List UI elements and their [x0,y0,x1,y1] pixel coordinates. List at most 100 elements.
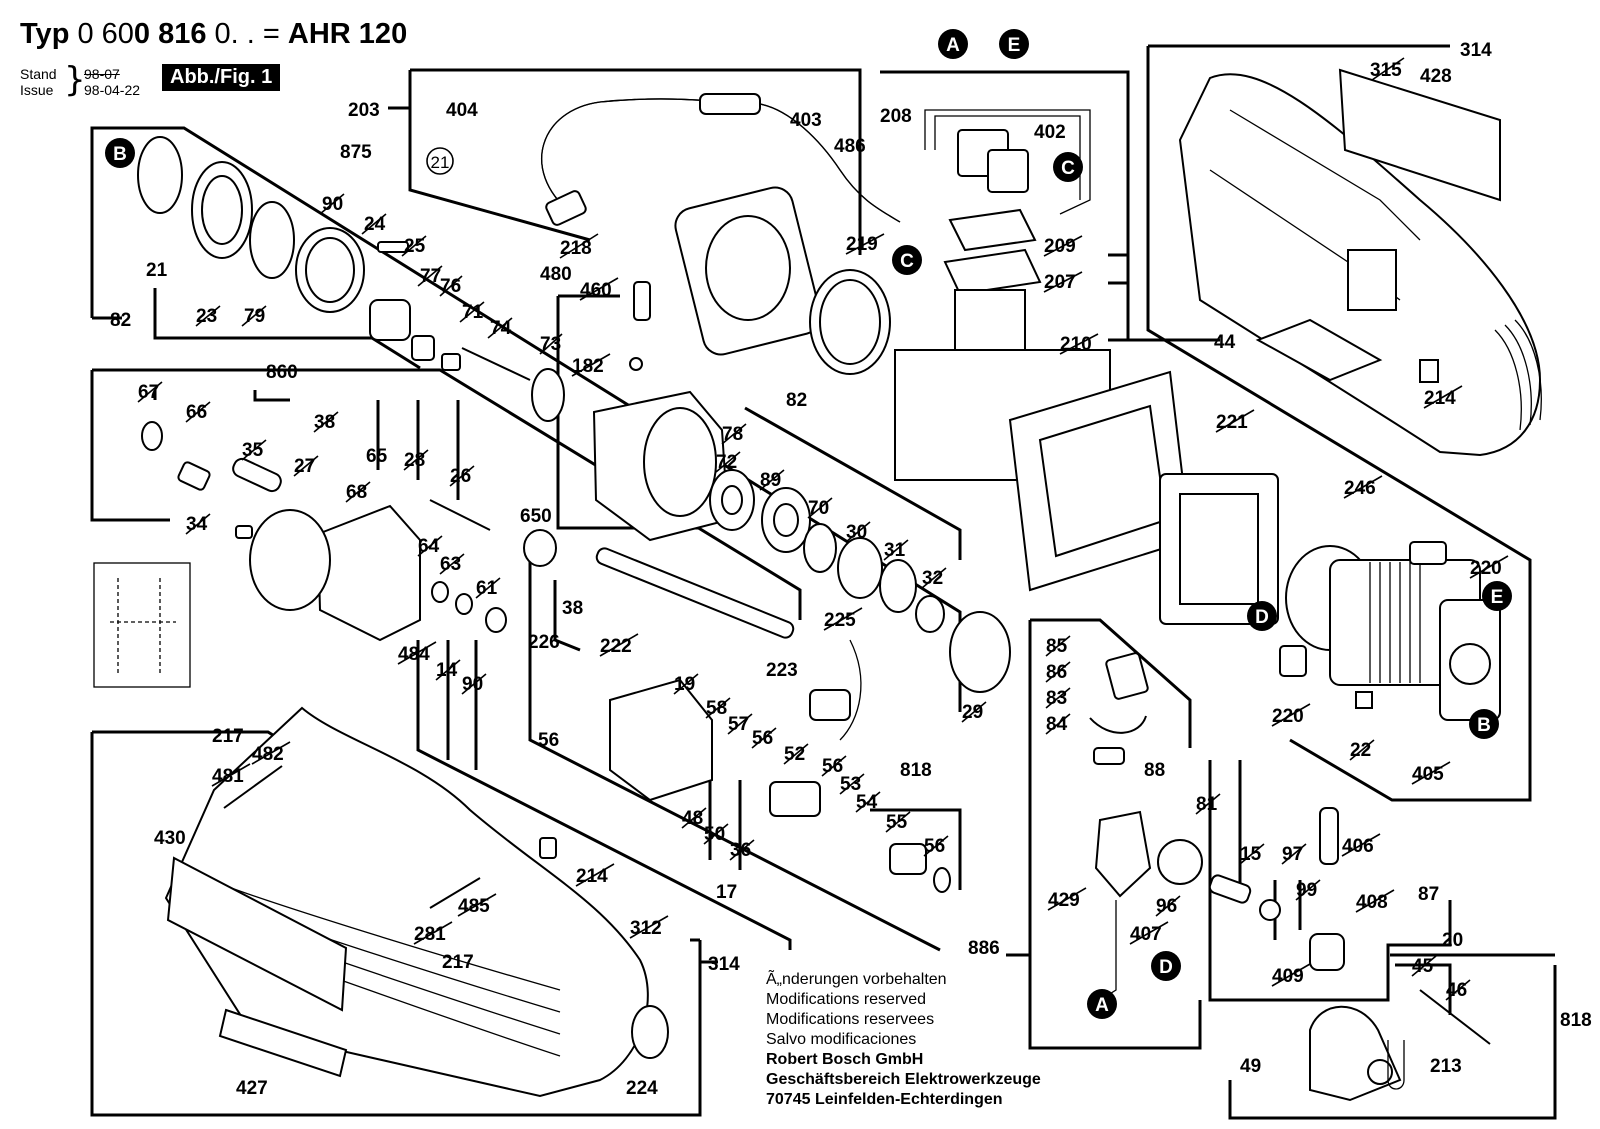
svg-text:D: D [1159,957,1173,978]
label-650: 650 [520,506,552,527]
label-203: 203 [348,100,380,121]
note-es: Salvo modificaciones [766,1031,917,1048]
stand-label: Stand [20,66,57,82]
svg-text:B: B [113,144,127,165]
company-address: 70745 Leinfelden-Echterdingen [766,1091,1003,1108]
label-430 [166,856,348,1012]
ring-70 [803,523,837,573]
label-38-mid: 38 [562,598,583,619]
label-404: 404 [446,100,478,121]
label-82-center: 82 [786,390,807,411]
label-56-left: 56 [538,730,559,751]
note-en: Modifications reserved [766,991,927,1008]
label-20: 20 [1442,930,1463,951]
nameplate-428 [1338,68,1501,202]
label-49: 49 [1240,1056,1261,1077]
pump-head-49 [1309,1005,1402,1102]
spring-66 [177,461,211,491]
washer-31 [879,559,917,613]
housing-ribs [1494,319,1542,431]
screw-281 [429,877,481,909]
issue-label: Issue [20,82,54,98]
svg-text:B: B [1477,715,1491,736]
callout-B-left: B [105,138,135,168]
svg-text:A: A [946,35,960,56]
nut-32 [915,595,945,633]
division-name: Geschäftsbereich Elektrowerkzeuge [766,1071,1041,1088]
label-480: 480 [540,264,572,285]
label-88: 88 [1144,760,1165,781]
label-427: 427 [236,1078,268,1099]
label-17: 17 [716,882,737,903]
label-428: 428 [1420,66,1452,87]
insert-34 [235,525,253,539]
label-402: 402 [1034,122,1066,143]
housing-409 [1309,933,1345,971]
ring-79 [249,201,295,279]
note-fr: Modifications reservees [766,1011,935,1028]
type-heading: Typ 0 600 816 0. . = AHR 120 [20,18,407,51]
o-ring-29 [949,611,1011,693]
piston-rod-222 [595,547,795,639]
label-208: 208 [880,106,912,127]
spring-clip-225 [839,639,862,741]
label-314-bottom: 314 [708,954,740,975]
spring-84 [1089,715,1147,734]
part-labels: 203 404 403 486 208 402 314 315 428 875 … [110,40,1592,1099]
figure-label: Abb./Fig. 1 [162,64,281,91]
callout-D-motor: D [1247,601,1277,631]
washer-61 [485,607,507,633]
piston-35 [232,457,282,493]
valve-55 [889,843,927,875]
label-818-right: 818 [1560,1010,1592,1031]
note-de: Ã„nderungen vorbehalten [766,971,947,988]
company-name: Robert Bosch GmbH [766,1051,924,1068]
label-427 [218,1008,348,1078]
label-87: 87 [1418,884,1439,905]
svg-text:E: E [1491,587,1504,608]
cap-96 [1157,839,1203,885]
flange-73 [531,368,565,422]
clip-213 [1387,1040,1405,1090]
circled-21: 21 [426,147,454,175]
issue-date: 98-04-22 [84,82,141,98]
label-430: 430 [154,828,186,849]
issue-dates: 98-07 98-04-22 [84,66,140,98]
plate-44 [1255,318,1383,382]
callout-D-switch: D [1151,951,1181,981]
label-21: 21 [146,260,168,281]
label-217-top: 217 [212,726,244,747]
o-ring-182 [629,357,643,371]
pressure-switch-429 [1094,810,1152,898]
cover-312 [164,706,649,1098]
label-44: 44 [1214,332,1236,353]
filter-209 [948,208,1037,252]
o-ring-27 [249,509,331,611]
parts-drawings [93,68,1542,1102]
model-name: AHR 120 [287,18,408,50]
valve-223 [809,689,851,721]
cable-sleeve-486 [699,93,761,115]
brush-220 [1409,541,1447,565]
callout-A-switch: A [1087,989,1117,1019]
label-403: 403 [790,110,822,131]
svg-text:21: 21 [431,153,450,172]
ring-64 [431,581,449,603]
svg-text:A: A [1095,995,1109,1016]
label-226: 226 [528,632,560,653]
valve-460 [633,281,651,321]
screw-22 [1355,691,1373,709]
o-ring-56 [933,867,951,893]
circuit-schematic [93,562,191,688]
callout-A-top: A [938,29,968,59]
notes-block: Ã„nderungen vorbehalten Modifications re… [766,970,1041,1110]
cylinder-head-68 [316,504,421,642]
ring-67 [141,421,163,451]
label-65: 65 [366,446,388,467]
callout-B-motor: B [1469,709,1499,739]
label-860: 860 [266,362,298,383]
label-886: 886 [968,938,1000,959]
brace-glyph: } [64,60,86,100]
svg-text:C: C [900,251,914,272]
spring-15 [1208,874,1252,904]
